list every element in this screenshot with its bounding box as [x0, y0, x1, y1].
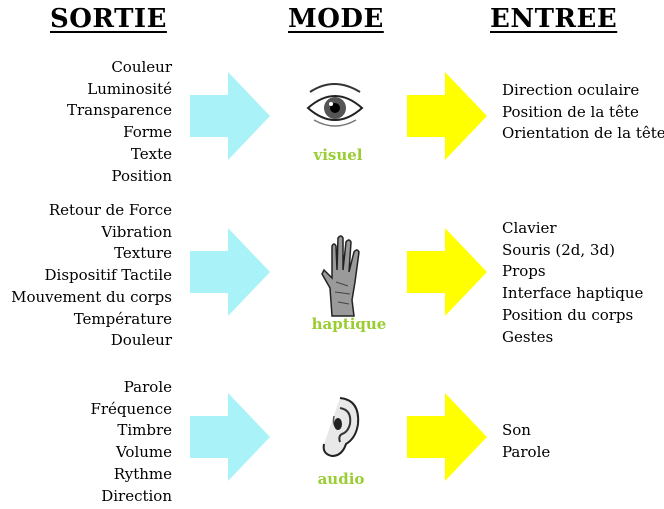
ear-icon — [322, 397, 360, 458]
sortie-item: Fréquence — [90, 399, 172, 418]
entree-item: Position du corps — [502, 305, 634, 324]
header-mode: MODE — [288, 4, 384, 34]
entree-item: Orientation de la tête — [502, 124, 664, 143]
sortie-item: Timbre — [117, 421, 172, 440]
sortie-item: Rythme — [113, 464, 172, 483]
sortie-item: Position — [111, 166, 172, 185]
sortie-item: Dispositif Tactile — [44, 266, 172, 285]
left-arrow-haptique — [190, 228, 270, 316]
mode-label-haptique: haptique — [311, 315, 387, 333]
sortie-item: Parole — [123, 378, 172, 396]
sortie-item: Retour de Force — [48, 201, 172, 219]
entree-item: Interface haptique — [502, 284, 644, 303]
left-arrow-audio — [190, 393, 270, 481]
entree-item: Clavier — [502, 219, 557, 237]
entree-item: Son — [502, 421, 531, 439]
sortie-item: Mouvement du corps — [11, 287, 172, 306]
sortie-item: Température — [73, 309, 172, 328]
sortie-item: Vibration — [101, 222, 172, 241]
eye-icon — [306, 83, 364, 127]
sortie-list-audio: Parole Fréquence Timbre Volume Rythme Di… — [90, 377, 172, 507]
entree-list-visuel: Direction oculaire Position de la tête O… — [502, 80, 664, 145]
right-arrow-haptique — [407, 228, 487, 316]
sortie-list-haptique: Retour de Force Vibration Texture Dispos… — [11, 200, 172, 352]
entree-item: Parole — [502, 442, 551, 461]
sortie-item: Texture — [114, 244, 172, 263]
entree-item: Props — [502, 262, 546, 281]
hand-icon — [321, 235, 360, 317]
entree-item: Direction oculaire — [502, 81, 640, 99]
right-arrow-audio — [407, 393, 487, 481]
mode-label-visuel: visuel — [313, 146, 363, 164]
sortie-item: Volume — [115, 443, 172, 462]
sortie-item: Couleur — [111, 58, 172, 76]
entree-item: Souris (2d, 3d) — [502, 240, 615, 259]
sortie-list-visuel: Couleur Luminosité Transparence Forme Te… — [67, 57, 172, 187]
sortie-item: Transparence — [66, 101, 172, 120]
header-sortie: SORTIE — [50, 4, 167, 34]
sortie-item: Douleur — [110, 331, 172, 350]
header-entree: ENTREE — [490, 4, 618, 34]
sortie-item: Direction — [101, 486, 172, 505]
right-arrow-visuel — [407, 72, 487, 160]
entree-list-audio: Son Parole — [502, 420, 550, 463]
sortie-item: Forme — [123, 123, 172, 142]
entree-item: Gestes — [502, 327, 554, 346]
mode-label-audio: audio — [317, 470, 365, 488]
entree-item: Position de la tête — [502, 102, 639, 121]
sortie-item: Luminosité — [87, 79, 172, 98]
left-arrow-visuel — [190, 72, 270, 160]
entree-list-haptique: Clavier Souris (2d, 3d) Props Interface … — [502, 218, 643, 348]
sortie-item: Texte — [130, 144, 172, 163]
